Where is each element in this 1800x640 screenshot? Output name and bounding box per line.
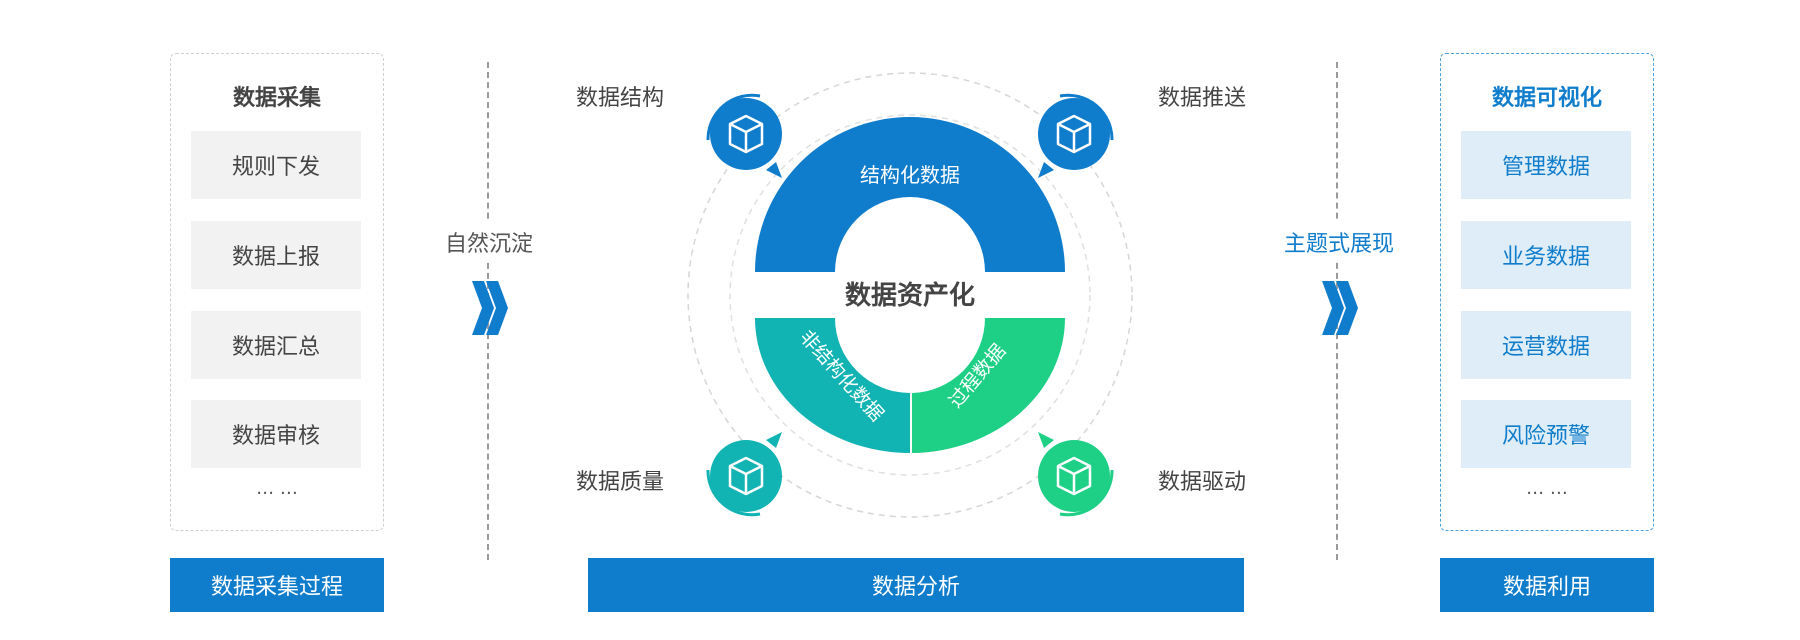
corner-label-structure: 数据结构 <box>576 86 665 111</box>
collection-item-rules: 规则下发 <box>191 131 361 199</box>
collection-item-review: 数据审核 <box>191 400 361 468</box>
right-flow-label: 主题式展现 <box>1284 222 1395 262</box>
collection-ellipsis: … … <box>256 478 298 499</box>
corner-label-drive: 数据驱动 <box>1158 470 1247 495</box>
right-double-chevron-icon <box>1322 281 1358 335</box>
visualization-item-management: 管理数据 <box>1461 131 1631 199</box>
segment-process <box>912 318 1065 453</box>
visualization-title: 数据可视化 <box>1491 86 1602 111</box>
cube-icon-top-right <box>1038 93 1114 178</box>
corner-label-quality: 数据质量 <box>576 470 665 495</box>
segment-structured-label: 结构化数据 <box>860 163 960 187</box>
visualization-item-operations: 运营数据 <box>1461 311 1631 379</box>
cube-icon-top-left <box>706 93 782 178</box>
visualization-panel: 数据可视化 管理数据 业务数据 运营数据 风险预警 … … <box>1440 53 1654 531</box>
collection-item-summary: 数据汇总 <box>191 311 361 379</box>
collection-footer: 数据采集过程 <box>170 558 384 612</box>
segment-unstructured <box>755 318 910 453</box>
visualization-item-business: 业务数据 <box>1461 221 1631 289</box>
core-label: 数据资产化 <box>845 281 975 311</box>
cube-icon-bottom-right <box>1038 432 1114 517</box>
left-double-chevron-icon <box>472 281 508 335</box>
visualization-item-risk: 风险预警 <box>1461 400 1631 468</box>
utilization-footer: 数据利用 <box>1440 558 1654 612</box>
inner-dashed-ring <box>729 114 1091 476</box>
data-asset-wheel: 结构化数据 非结构化数据 过程数据 数据资产化 <box>687 72 1133 518</box>
collection-title: 数据采集 <box>232 86 321 111</box>
analysis-footer: 数据分析 <box>588 558 1244 612</box>
cube-icon-bottom-left <box>706 432 782 517</box>
corner-label-push: 数据推送 <box>1158 86 1247 111</box>
visualization-ellipsis: … … <box>1526 478 1568 499</box>
outer-dashed-ring <box>687 72 1133 518</box>
collection-item-report: 数据上报 <box>191 221 361 289</box>
segment-structured <box>755 117 1065 272</box>
left-flow-label: 自然沉淀 <box>445 222 534 262</box>
collection-panel: 数据采集 规则下发 数据上报 数据汇总 数据审核 … … <box>170 53 384 531</box>
